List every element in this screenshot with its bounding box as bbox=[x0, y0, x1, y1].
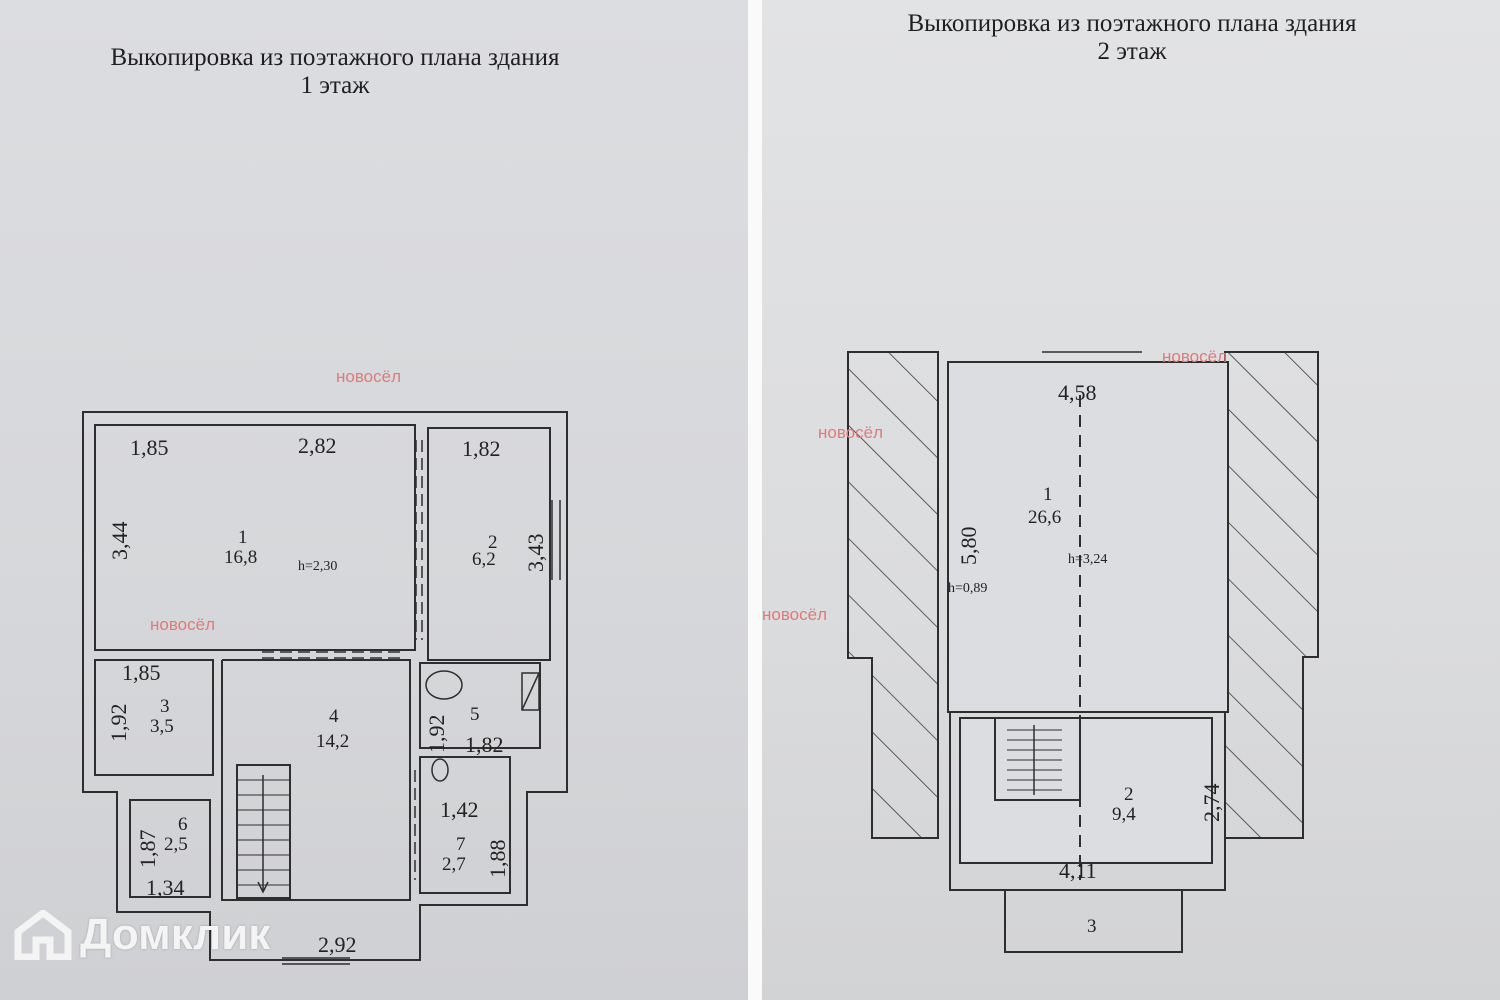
dim-label: 1,82 bbox=[462, 436, 501, 461]
domclick-logo: Домклик bbox=[14, 910, 270, 960]
room-2 bbox=[959, 717, 1213, 864]
room-6 bbox=[129, 799, 211, 898]
room-area: 14,2 bbox=[316, 731, 349, 752]
balcony-3 bbox=[1004, 889, 1183, 953]
ceiling-height: h=2,30 bbox=[298, 559, 337, 574]
floor-plan-1: Выкопировка из поэтажного плана здания 1… bbox=[0, 0, 748, 1000]
dim-label: 1,92 bbox=[106, 704, 131, 743]
room-number: 2 bbox=[1124, 784, 1134, 805]
dim-label: 1,88 bbox=[485, 840, 510, 879]
room-number: 1 bbox=[238, 527, 248, 548]
room-area: 2,7 bbox=[442, 854, 466, 875]
dim-label: 1,82 bbox=[465, 732, 504, 757]
stairs bbox=[236, 764, 291, 899]
dim-label: 2,74 bbox=[1199, 784, 1224, 823]
room-area: 26,6 bbox=[1028, 507, 1061, 528]
watermark-novosel: новосёл bbox=[762, 605, 827, 624]
dim-label: 3,43 bbox=[523, 534, 548, 573]
dim-label: 2,82 bbox=[298, 433, 337, 458]
room-2 bbox=[427, 427, 551, 661]
room-1 bbox=[947, 361, 1229, 713]
floor-label: 2 этаж bbox=[1097, 38, 1167, 65]
room-area: 2,5 bbox=[164, 834, 188, 855]
watermark-novosel: новосёл bbox=[150, 615, 215, 634]
dim-label: 4,11 bbox=[1059, 858, 1097, 883]
watermark-novosel: новосёл bbox=[336, 367, 401, 386]
plan-title: Выкопировка из поэтажного плана здания 2… bbox=[802, 10, 1462, 66]
outer-wall bbox=[82, 411, 568, 961]
room-number: 6 bbox=[178, 814, 188, 835]
ceiling-height: h=0,89 bbox=[948, 581, 987, 596]
room-number: 7 bbox=[456, 834, 466, 855]
room-area: 9,4 bbox=[1112, 804, 1136, 825]
room-area: 16,8 bbox=[224, 547, 257, 568]
room-number: 2 bbox=[488, 532, 498, 553]
room-number: 3 bbox=[160, 696, 170, 717]
dim-label: 1,92 bbox=[424, 715, 449, 754]
watermark-novosel: новосёл bbox=[1162, 347, 1227, 366]
dim-label: 1,87 bbox=[135, 830, 160, 869]
dim-label: 1,34 bbox=[146, 875, 185, 900]
room-1 bbox=[94, 424, 416, 651]
dim-label: 4,58 bbox=[1058, 380, 1097, 405]
room-number: 4 bbox=[329, 706, 339, 727]
dim-label: 1,42 bbox=[440, 797, 479, 822]
brand-name: Домклик bbox=[80, 910, 271, 959]
hatched-right bbox=[1224, 351, 1319, 839]
dim-label: 2,92 bbox=[318, 932, 357, 957]
floor-plan-2: Выкопировка из поэтажного плана здания 2… bbox=[762, 0, 1500, 1000]
watermark-novosel: новосёл bbox=[818, 423, 883, 442]
dim-label: 5,80 bbox=[956, 527, 981, 566]
dim-label: 3,44 bbox=[107, 522, 132, 561]
house-icon bbox=[14, 910, 72, 960]
floor-label: 1 этаж bbox=[300, 72, 370, 99]
room-number: 5 bbox=[470, 704, 480, 725]
room-4 bbox=[221, 659, 411, 901]
room-area: 6,2 bbox=[472, 549, 496, 570]
plan-title: Выкопировка из поэтажного плана здания 1… bbox=[40, 44, 630, 100]
ceiling-height: h=3,24 bbox=[1068, 552, 1107, 567]
plan-drawing: 1,85 2,82 1,82 3,44 3,43 1,85 1,92 1,92 … bbox=[82, 367, 568, 965]
room-7 bbox=[419, 756, 511, 894]
dim-label: 1,85 bbox=[122, 660, 161, 685]
room-3 bbox=[94, 659, 214, 776]
title-text: Выкопировка из поэтажного плана здания bbox=[907, 10, 1357, 37]
room-5 bbox=[419, 662, 541, 749]
room-number: 3 bbox=[1087, 916, 1097, 937]
plan-drawing: 4,58 5,80 2,74 4,11 1 26,6 2 9,4 3 h=0,8… bbox=[762, 347, 1319, 953]
dim-label: 1,85 bbox=[130, 435, 169, 460]
hatched-left bbox=[847, 351, 939, 839]
title-text: Выкопировка из поэтажного плана здания bbox=[110, 44, 560, 71]
room-number: 1 bbox=[1043, 484, 1053, 505]
room-area: 3,5 bbox=[150, 716, 174, 737]
